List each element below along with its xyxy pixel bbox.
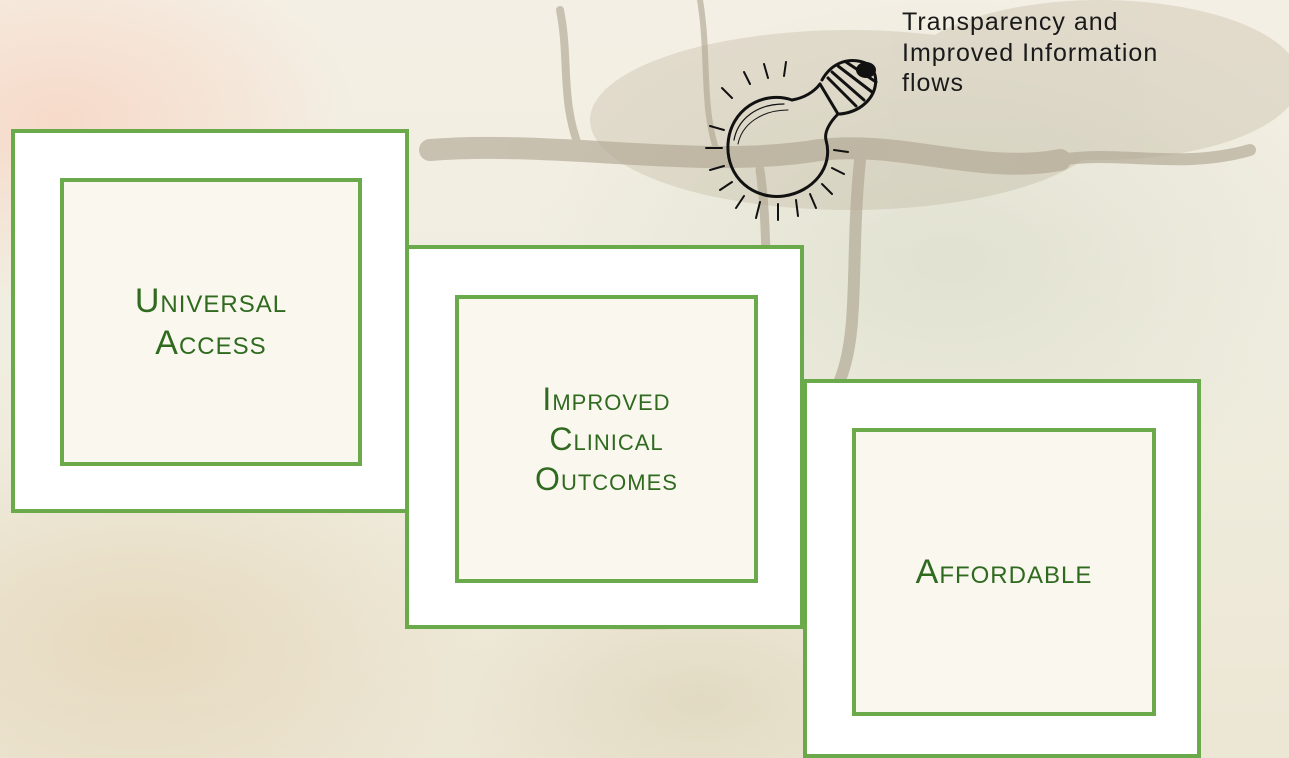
affordable-label: Affordable [915, 552, 1093, 591]
lightbulb-icon [705, 59, 878, 221]
affordable-inner-box: Affordable [852, 428, 1156, 716]
improved-clinical-outcomes-box: Improved Clinical Outcomes [405, 245, 804, 629]
universal-access-label: Universal Access [134, 281, 288, 363]
affordable-box: Affordable [803, 379, 1201, 758]
improved-clinical-outcomes-label: Improved Clinical Outcomes [535, 381, 678, 497]
universal-access-inner-box: Universal Access [60, 178, 362, 466]
transparency-caption: Transparency and Improved Information fl… [902, 8, 1159, 97]
universal-access-box: Universal Access [11, 129, 409, 513]
improved-clinical-outcomes-inner-box: Improved Clinical Outcomes [455, 295, 758, 583]
